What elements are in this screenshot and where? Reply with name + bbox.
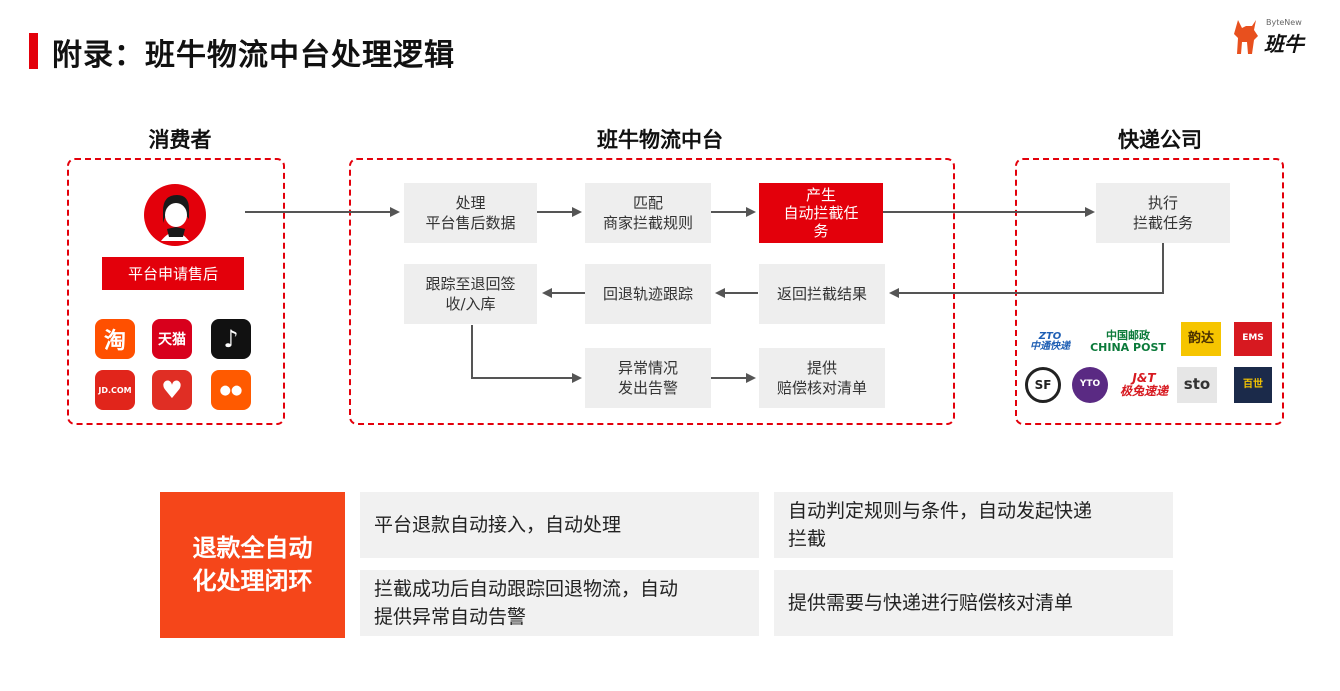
step-compensation-list: 提供 赔偿核对清单 — [759, 348, 885, 408]
feature-auto-intercept: 自动判定规则与条件，自动发起快递 拦截 — [774, 492, 1173, 558]
summary-label: 退款全自动 化处理闭环 — [160, 492, 345, 638]
consumer-panel — [67, 158, 285, 425]
feature-compensation-list: 提供需要与快递进行赔偿核对清单 — [774, 570, 1173, 636]
ems-logo: EMS — [1234, 322, 1272, 356]
douyin-icon: ♪ — [211, 319, 251, 359]
brand-sub: ByteNew — [1266, 18, 1302, 27]
taobao-icon: 淘 — [95, 319, 135, 359]
platform-heading: 班牛物流中台 — [597, 128, 723, 152]
kuaishou-icon: ●● — [211, 370, 251, 410]
arrow-execute-to-return — [889, 243, 1164, 298]
pinduoduo-icon: ♥ — [152, 370, 192, 410]
jt-logo: J&T 极兔速递 — [1119, 371, 1168, 398]
china-post-logo: 中国邮政 CHINA POST — [1090, 329, 1166, 354]
step-process-aftersale-data: 处理 平台售后数据 — [404, 183, 537, 243]
step-execute-intercept: 执行 拦截任务 — [1096, 183, 1230, 243]
yunda-logo: 韵达 — [1181, 322, 1221, 356]
feature-auto-ingest: 平台退款自动接入，自动处理 — [360, 492, 759, 558]
consumer-avatar-icon — [143, 183, 207, 247]
courier-panel — [1015, 158, 1284, 425]
tmall-icon: 天猫 — [152, 319, 192, 359]
yto-logo: YTO — [1072, 367, 1108, 403]
best-express-logo: 百世 — [1234, 367, 1272, 403]
step-generate-intercept-task: 产生 自动拦截任 务 — [759, 183, 883, 243]
step-exception-alert: 异常情况 发出告警 — [585, 348, 711, 408]
step-return-result: 返回拦截结果 — [759, 264, 885, 324]
sf-logo: SF — [1025, 367, 1061, 403]
brand-logo: ByteNew 班牛 — [1232, 14, 1316, 60]
step-match-rules: 匹配 商家拦截规则 — [585, 183, 711, 243]
step-track-to-sign: 跟踪至退回签 收/入库 — [404, 264, 537, 324]
step-track-back: 回退轨迹跟踪 — [585, 264, 711, 324]
arrow-sign-to-alert — [471, 325, 582, 383]
consumer-apply-aftersale: 平台申请售后 — [102, 257, 244, 290]
title-accent-bar — [29, 33, 38, 69]
sto-logo: sto — [1177, 367, 1217, 403]
page-title: 附录：班牛物流中台处理逻辑 — [52, 38, 455, 73]
zto-logo: ZTO 中通快递 — [1030, 330, 1070, 352]
courier-heading: 快递公司 — [1118, 128, 1202, 152]
bull-icon — [1234, 20, 1258, 54]
platform-panel — [349, 158, 955, 425]
feature-auto-track-alert: 拦截成功后自动跟踪回退物流，自动 提供异常自动告警 — [360, 570, 759, 636]
consumer-heading: 消费者 — [148, 128, 212, 152]
jd-icon: JD.COM — [95, 370, 135, 410]
brand-name: 班牛 — [1264, 32, 1304, 56]
